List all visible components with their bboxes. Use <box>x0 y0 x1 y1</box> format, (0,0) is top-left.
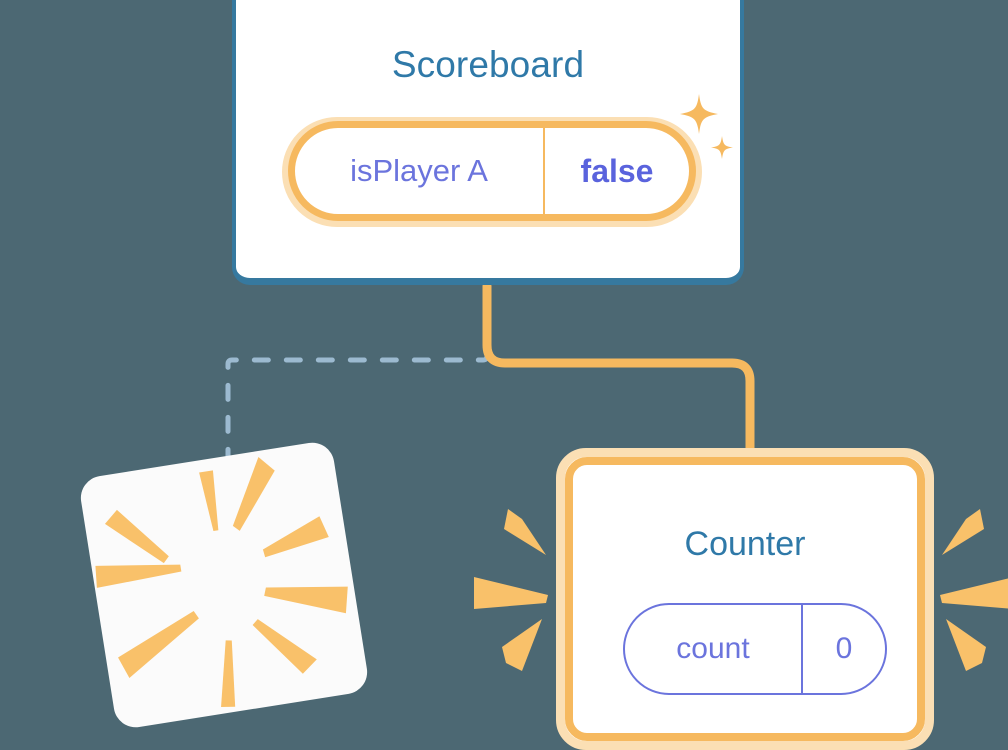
scoreboard-property-pill[interactable]: isPlayer A false <box>282 117 702 227</box>
counter-property-key: count <box>625 605 803 693</box>
scoreboard-pill[interactable]: isPlayer A false <box>288 121 696 221</box>
ray-left-middle <box>474 577 548 609</box>
burst-ray-nw <box>104 509 169 564</box>
burst-ray-w <box>95 564 182 588</box>
burst-rays-group <box>95 457 348 707</box>
ray-right-top <box>942 509 984 555</box>
counter-card-inner: Counter count 0 <box>565 457 925 741</box>
scoreboard-property-value: false <box>580 152 654 189</box>
connector-scoreboard-to-counter <box>482 281 755 475</box>
burst-ray-n <box>199 470 219 531</box>
scoreboard-property-key: isPlayer A <box>295 128 545 214</box>
scoreboard-card[interactable]: Scoreboard isPlayer A false <box>232 0 744 285</box>
scoreboard-title: Scoreboard <box>391 44 585 85</box>
burst-ray-ne <box>232 457 275 531</box>
burst-ray-se <box>252 619 317 674</box>
counter-card[interactable]: Counter count 0 <box>556 448 934 750</box>
burst-ray-e-lower <box>264 586 348 614</box>
counter-property-value: 0 <box>835 632 853 665</box>
burst-ray-e-upper <box>262 516 329 558</box>
ray-left-bottom <box>502 619 542 671</box>
counter-property-pill[interactable]: count 0 <box>623 603 887 695</box>
counter-title: Counter <box>684 525 806 563</box>
ray-right-bottom <box>946 619 986 671</box>
counter-rays-right <box>940 509 1008 671</box>
burst-ray-sw <box>118 611 199 678</box>
ray-left-top <box>504 509 546 555</box>
counter-rays-left <box>474 509 548 671</box>
burst-card[interactable] <box>77 439 371 731</box>
ray-right-middle <box>940 578 1008 609</box>
burst-ray-s <box>221 640 236 707</box>
connector-scoreboard-to-burst-card <box>225 286 490 473</box>
